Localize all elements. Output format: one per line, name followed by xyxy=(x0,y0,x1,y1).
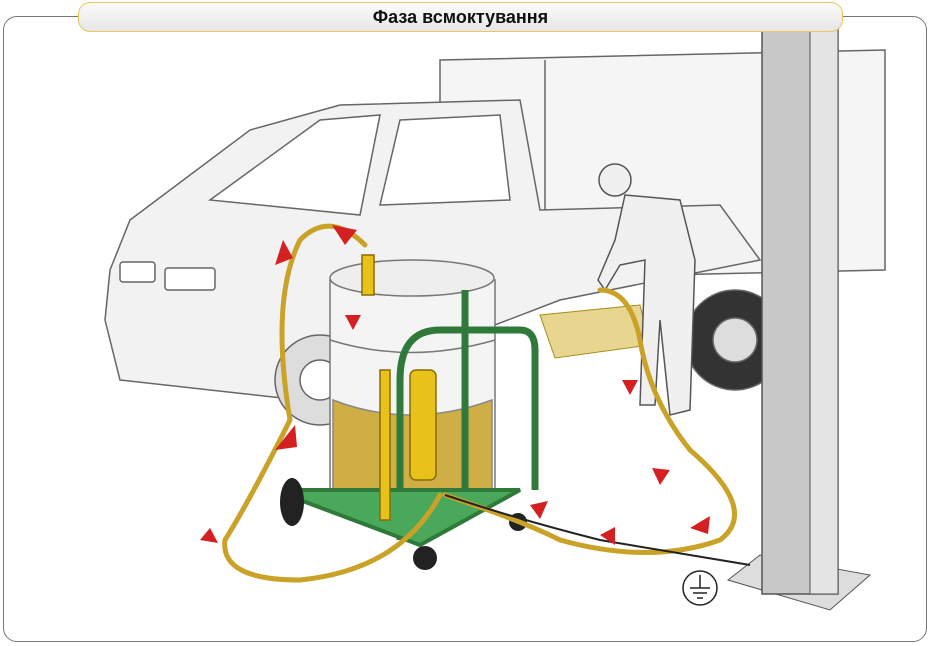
arrow-icon xyxy=(690,516,710,534)
arrow-icon xyxy=(200,528,218,543)
arrow-icon xyxy=(600,527,615,545)
mechanic xyxy=(597,163,696,416)
arrow-icon xyxy=(275,240,293,265)
arrow-icon xyxy=(622,380,638,395)
arrow-icon xyxy=(345,315,361,330)
ground-icon xyxy=(682,570,718,606)
page-title: Фаза всмоктування xyxy=(78,2,843,32)
arrow-icon xyxy=(652,468,670,485)
flow-arrows xyxy=(200,225,710,545)
cart-wheels xyxy=(280,478,527,570)
pump xyxy=(361,254,437,521)
oil-hoses xyxy=(222,223,737,583)
lift-pillar xyxy=(726,13,872,611)
arrow-icon xyxy=(332,225,357,245)
ground-cable xyxy=(444,494,751,566)
arrow-icon xyxy=(530,501,548,519)
arrow-icon xyxy=(275,425,297,450)
